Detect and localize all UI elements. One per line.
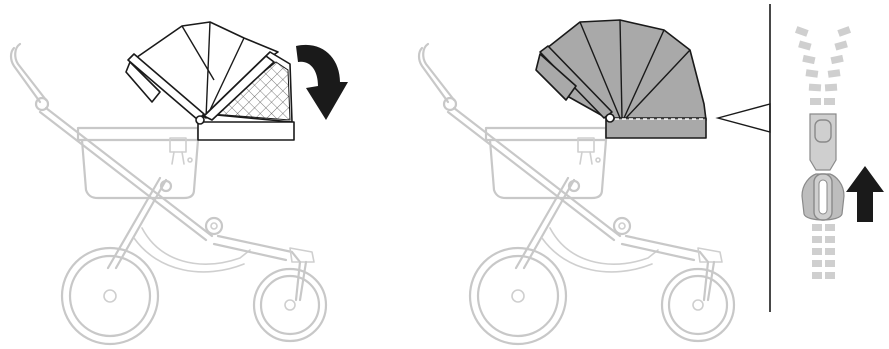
curved-arrow-down-icon xyxy=(296,45,348,120)
zipper-teeth-closed xyxy=(812,224,835,279)
zipper-teeth-open xyxy=(795,26,851,105)
step-2-illustration xyxy=(419,4,775,344)
callout-pointer xyxy=(718,104,770,132)
zipper-detail xyxy=(795,26,884,279)
step-1-illustration xyxy=(11,22,348,344)
hinge-dot xyxy=(196,116,204,124)
up-arrow-icon xyxy=(846,166,884,222)
canopy-front-band xyxy=(606,118,706,138)
zipper-slider xyxy=(802,114,844,220)
canopy-closed xyxy=(536,20,706,138)
hinge-dot xyxy=(606,114,614,122)
bassinet-top-band xyxy=(198,122,294,140)
